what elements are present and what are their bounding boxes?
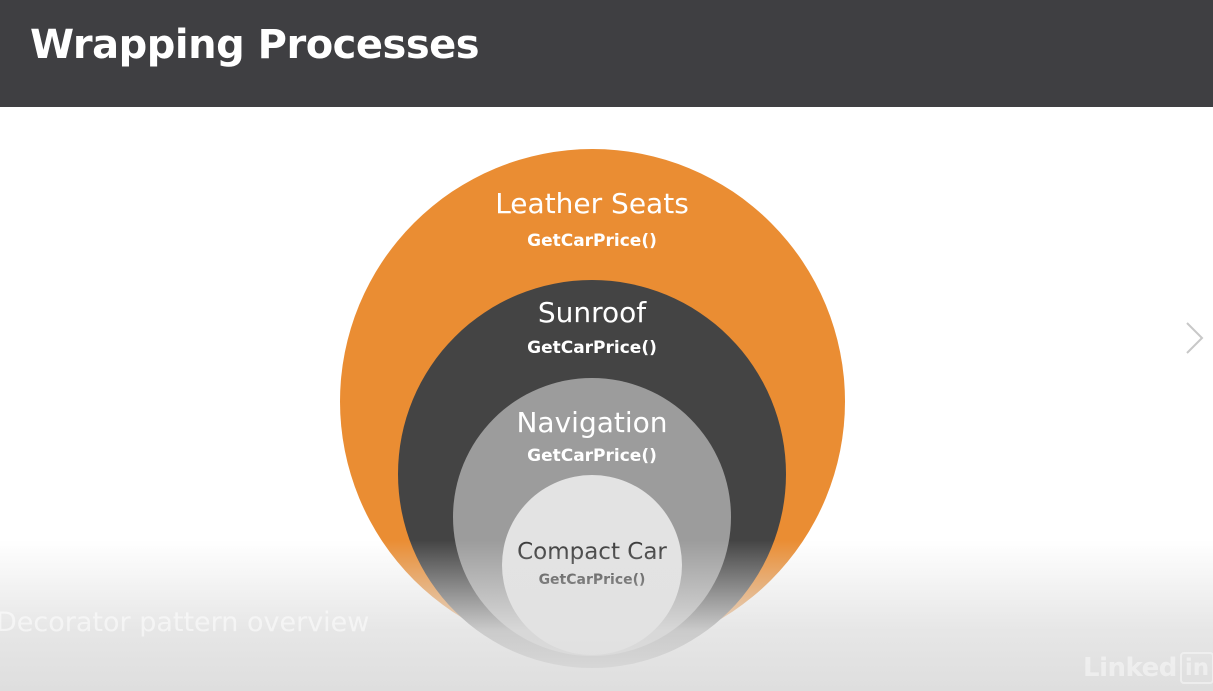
logo-box: in (1179, 652, 1213, 684)
layer-method-compact-car: GetCarPrice() (538, 572, 646, 588)
logo-word: Linked (1083, 653, 1177, 683)
layer-method-sunroof: GetCarPrice() (527, 338, 657, 358)
linkedin-logo: Linked in (1083, 651, 1213, 685)
layer-name-compact-car: Compact Car (517, 539, 667, 565)
layer-method-leather-seats: GetCarPrice() (527, 231, 657, 251)
title-bar: Wrapping Processes (0, 0, 1213, 107)
video-caption: Decorator pattern overview (0, 607, 370, 638)
layer-name-leather-seats: Leather Seats (495, 187, 689, 220)
slide-title: Wrapping Processes (30, 22, 480, 68)
layer-name-sunroof: Sunroof (537, 296, 647, 329)
layer-name-navigation: Navigation (516, 406, 668, 439)
layer-method-navigation: GetCarPrice() (527, 446, 657, 466)
chevron-right-icon[interactable] (1180, 318, 1208, 358)
